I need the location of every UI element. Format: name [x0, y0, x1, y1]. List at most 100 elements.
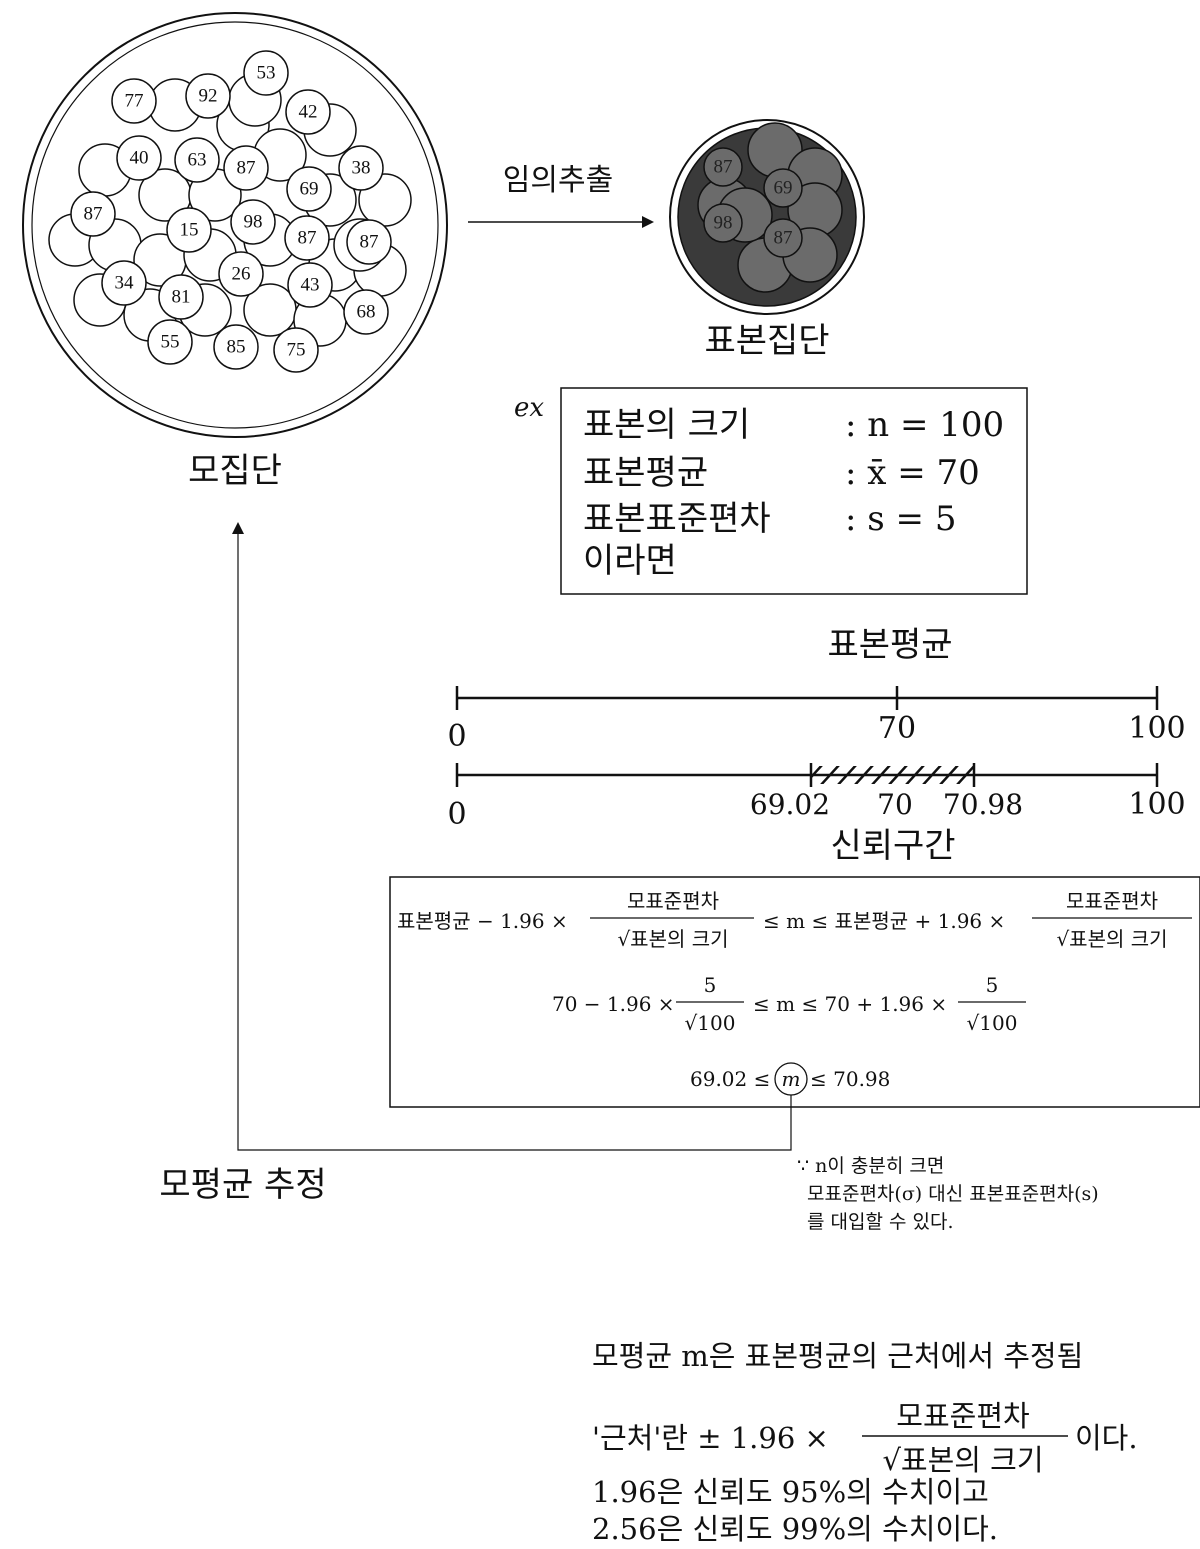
population-ball-17: [287, 262, 333, 308]
population-ball-13: [346, 219, 392, 265]
sample-ball-2: [703, 203, 743, 243]
formula-row1-denominator: √표본의 크기: [617, 927, 728, 951]
number-line-1-label-70: 70: [878, 711, 916, 746]
population-inner-circle: [31, 21, 439, 429]
summary-fraction-numerator: 모표준편차: [896, 1399, 1029, 1433]
population-ball-number-20: 85: [227, 337, 246, 358]
summary-text: 모평균 m은 표본평균의 근처에서 추정됨 '근처'란 ± 1.96 × 모표준…: [592, 1339, 1138, 1546]
sample-ball-1: [763, 168, 803, 208]
population-ball-9: [70, 191, 116, 237]
formula-row2-left: 70 − 1.96 ×: [552, 992, 675, 1016]
population-ball-15: [218, 251, 264, 297]
population-ball-number-19: 55: [161, 332, 180, 353]
population-ball-0: [243, 50, 289, 96]
population-ball-8: [286, 166, 332, 212]
population-ball-number-18: 68: [357, 302, 376, 323]
population-ball-number-0: 53: [257, 63, 276, 84]
population-ball-21: [273, 327, 319, 373]
example-sd-value: : s = 5: [845, 499, 956, 539]
formula-row1-mid: ≤ m ≤ 표본평균 + 1.96 ×: [763, 909, 1005, 933]
population-label: 모집단: [188, 451, 282, 491]
population-ball-number-9: 87: [84, 204, 103, 225]
formula-box: 표본평균 − 1.96 × 모표준편차 √표본의 크기 ≤ m ≤ 표본평균 +…: [389, 876, 1200, 1108]
summary-line-2-suffix: 이다.: [1075, 1421, 1138, 1455]
formula-row3-left: 69.02 ≤: [690, 1067, 770, 1091]
population-ball-7: [338, 145, 384, 191]
formula-row1-numerator-2: 모표준편차: [1066, 889, 1158, 913]
number-line-2-label-70: 70: [877, 788, 913, 821]
population-ball-number-11: 98: [244, 212, 263, 233]
number-line-2-label-0: 0: [447, 797, 466, 832]
population-ball-number-5: 63: [188, 150, 207, 171]
population-ball-number-7: 38: [352, 158, 371, 179]
population-ball-12: [284, 215, 330, 261]
population-ball-20: [213, 324, 259, 370]
number-line-confidence-interval: 0 69.02 70 70.98 100 신뢰구간: [447, 763, 1186, 866]
population-ball-number-14: 34: [115, 273, 135, 294]
sample-ball-3: [763, 218, 803, 258]
example-size-label: 표본의 크기: [583, 405, 750, 445]
example-sd-label: 표본표준편차: [583, 499, 771, 539]
population-ball-11: [230, 199, 276, 245]
population-ball-19: [147, 319, 193, 365]
sample-number-balls: 87 69 98 87: [703, 147, 803, 258]
summary-line-3: 1.96은 신뢰도 95%의 수치이고: [592, 1475, 989, 1509]
population-ball-number-12: 87: [298, 228, 317, 249]
summary-line-1: 모평균 m은 표본평균의 근처에서 추정됨: [592, 1339, 1083, 1373]
population-ball-number-10: 15: [180, 220, 199, 241]
population-ball-5: [174, 137, 220, 183]
population-ball-number-3: 42: [299, 102, 318, 123]
population-ball-number-15: 26: [232, 264, 251, 285]
formula-row2-mid: ≤ m ≤ 70 + 1.96 ×: [753, 992, 947, 1016]
population-ball-10: [166, 207, 212, 253]
number-line-1-label-100: 100: [1128, 711, 1185, 746]
sample-ball-0: [703, 147, 743, 187]
example-tag: ex: [514, 393, 544, 423]
formula-row1-left: 표본평균 − 1.96 ×: [397, 909, 568, 933]
formula-row3-variable: m: [782, 1067, 801, 1091]
number-line-2-title: 신뢰구간: [830, 826, 955, 866]
sampling-arrow-label: 임의추출: [503, 163, 613, 198]
note-line-2: 모표준편차(σ) 대신 표본표준편차(s): [807, 1183, 1099, 1205]
estimation-label: 모평균 추정: [159, 1165, 326, 1205]
estimation-arrow: [232, 522, 792, 1151]
population-ball-3: [285, 89, 331, 135]
number-line-2-label-100: 100: [1128, 787, 1185, 822]
formula-row2-denominator-2: √100: [967, 1011, 1018, 1035]
sample-ball-number-0: 87: [714, 157, 733, 178]
summary-line-4: 2.56은 신뢰도 99%의 수치이다.: [592, 1512, 998, 1546]
number-line-1-title: 표본평균: [827, 625, 952, 665]
formula-row1-numerator: 모표준편차: [627, 889, 719, 913]
population-ball-2: [185, 73, 231, 119]
formula-row1-denominator-2: √표본의 크기: [1056, 927, 1167, 951]
population-ball-6: [223, 145, 269, 191]
example-mean-value: : x̄ = 70: [845, 453, 980, 493]
estimation-path: 모평균 추정: [159, 522, 792, 1205]
formula-row2-denominator: √100: [685, 1011, 736, 1035]
population-ball-number-16: 81: [172, 287, 191, 308]
population-ball-4: [116, 135, 162, 181]
population-ball-number-2: 92: [199, 86, 218, 107]
sample-ball-number-2: 98: [714, 213, 733, 234]
formula-row2-numerator-2: 5: [986, 973, 999, 997]
example-frame: [560, 387, 1028, 595]
sample-ball-number-1: 69: [774, 178, 793, 199]
population-ball-1: [111, 78, 157, 124]
note-line-3: 를 대입할 수 있다.: [807, 1211, 954, 1233]
example-box: ex 표본의 크기 : n = 100 표본평균 : x̄ = 70 표본표준편…: [514, 387, 1028, 595]
population-ball-16: [158, 274, 204, 320]
formula-row3-right: ≤ 70.98: [810, 1067, 890, 1091]
population-ball-number-6: 87: [237, 158, 256, 179]
population-ball-14: [101, 260, 147, 306]
example-size-value: : n = 100: [845, 405, 1004, 445]
sample-ball-number-3: 87: [774, 228, 793, 249]
number-line-sample-mean: 표본평균 0 70 100: [447, 625, 1185, 754]
population-ball-number-1: 77: [125, 91, 144, 112]
formula-frame: [389, 876, 1200, 1108]
note-line-1: ∵ n이 충분히 크면: [797, 1155, 944, 1177]
example-mean-label: 표본평균: [583, 453, 708, 493]
population-ball-18: [343, 289, 389, 335]
